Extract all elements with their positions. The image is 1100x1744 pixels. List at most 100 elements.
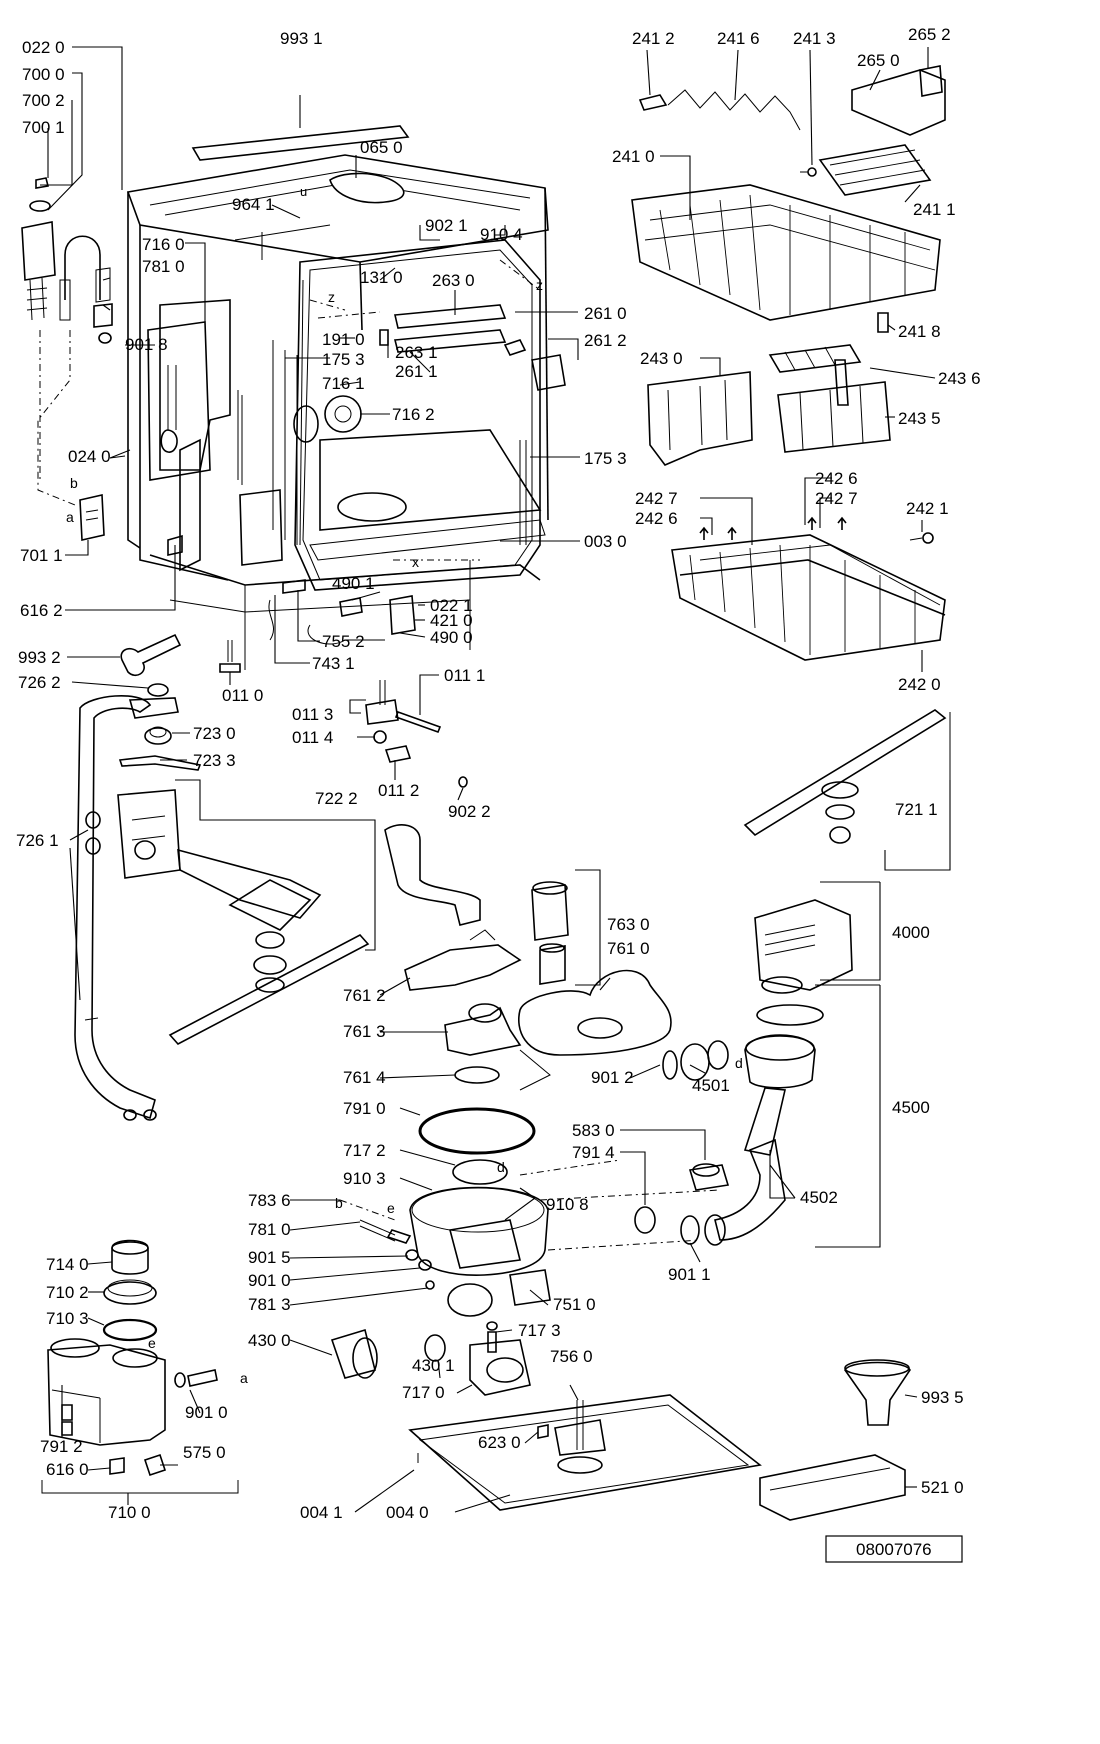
- letter-b-2: b: [335, 1195, 343, 1211]
- part-label-791-0: 791 0: [343, 1099, 386, 1118]
- part-label-716-1: 716 1: [322, 374, 365, 393]
- part-label-241-8: 241 8: [898, 322, 941, 341]
- part-label-763-0: 763 0: [607, 915, 650, 934]
- part-label-004-1: 004 1: [300, 1503, 343, 1522]
- part-label-623-0: 623 0: [478, 1433, 521, 1452]
- part-label-722-2: 722 2: [315, 789, 358, 808]
- part-label-430-0: 430 0: [248, 1331, 291, 1350]
- part-label-242-7-b: 242 7: [815, 489, 858, 508]
- part-label-583-0: 583 0: [572, 1121, 615, 1140]
- part-label-761-4: 761 4: [343, 1068, 386, 1087]
- part-label-761-0: 761 0: [607, 939, 650, 958]
- part-label-723-0: 723 0: [193, 724, 236, 743]
- part-labels: 022 0 993 1 700 0 700 2 700 1 065 0 964 …: [16, 25, 981, 1522]
- part-label-721-1: 721 1: [895, 800, 938, 819]
- part-label-755-2: 755 2: [322, 632, 365, 651]
- letter-e-1: e: [387, 1200, 395, 1216]
- part-label-241-2: 241 2: [632, 29, 675, 48]
- part-label-011-1: 011 1: [444, 666, 485, 685]
- letter-z-1: z: [328, 289, 335, 305]
- part-label-700-0: 700 0: [22, 65, 65, 84]
- part-label-993-5: 993 5: [921, 1388, 964, 1407]
- part-label-191-0: 191 0: [322, 330, 365, 349]
- part-label-265-0: 265 0: [857, 51, 900, 70]
- part-label-065-0: 065 0: [360, 138, 403, 157]
- part-label-243-6: 243 6: [938, 369, 981, 388]
- base-softener-drawing: [41, 579, 911, 1521]
- letter-d-2: d: [497, 1159, 505, 1175]
- part-label-430-1: 430 1: [412, 1356, 455, 1375]
- part-label-717-0: 717 0: [402, 1383, 445, 1402]
- part-label-242-7-a: 242 7: [635, 489, 678, 508]
- part-label-761-3: 761 3: [343, 1022, 386, 1041]
- part-label-910-4: 910 4: [480, 225, 523, 244]
- part-label-901-1: 901 1: [668, 1265, 711, 1284]
- part-label-490-0: 490 0: [430, 628, 473, 647]
- letter-d-1: d: [735, 1055, 743, 1071]
- drawing-reference-box: 08007076: [825, 1535, 963, 1563]
- leader-lines: [40, 46, 951, 1513]
- part-label-726-2: 726 2: [18, 673, 61, 692]
- tub-cabinet-drawing: [126, 125, 566, 670]
- part-label-243-0: 243 0: [640, 349, 683, 368]
- part-label-242-6-b: 242 6: [635, 509, 678, 528]
- part-label-761-2: 761 2: [343, 986, 386, 1005]
- part-label-751-0: 751 0: [553, 1295, 596, 1314]
- letter-a-1: a: [66, 509, 74, 525]
- part-label-781-3: 781 3: [248, 1295, 291, 1314]
- part-label-756-0: 756 0: [550, 1347, 593, 1366]
- part-label-791-4: 791 4: [572, 1143, 615, 1162]
- part-label-521-0: 521 0: [921, 1478, 964, 1497]
- part-label-964-1: 964 1: [232, 195, 275, 214]
- part-label-4501: 4501: [692, 1076, 730, 1095]
- part-label-616-2: 616 2: [20, 601, 63, 620]
- letter-z-2: z: [536, 277, 543, 293]
- part-label-011-0: 011 0: [222, 686, 263, 705]
- part-label-241-0: 241 0: [612, 147, 655, 166]
- part-label-993-2: 993 2: [18, 648, 61, 667]
- part-label-263-0: 263 0: [432, 271, 475, 290]
- part-label-781-0: 781 0: [142, 257, 185, 276]
- left-hose-drawing: [21, 177, 376, 1121]
- part-label-717-2: 717 2: [343, 1141, 386, 1160]
- part-label-022-0: 022 0: [22, 38, 65, 57]
- part-label-024-0: 024 0: [68, 447, 111, 466]
- part-label-616-0: 616 0: [46, 1460, 89, 1479]
- part-label-901-8: 901 8: [125, 335, 168, 354]
- part-label-011-2: 011 2: [378, 781, 419, 800]
- part-label-910-3: 910 3: [343, 1169, 386, 1188]
- letter-a-2: a: [240, 1370, 248, 1386]
- part-label-011-3: 011 3: [292, 705, 333, 724]
- part-label-716-2: 716 2: [392, 405, 435, 424]
- part-label-743-1: 743 1: [312, 654, 355, 673]
- part-label-901-2: 901 2: [591, 1068, 634, 1087]
- part-label-902-1: 902 1: [425, 216, 468, 235]
- part-label-242-6-a: 242 6: [815, 469, 858, 488]
- part-label-022-1: 022 1: [430, 596, 473, 615]
- part-label-723-3: 723 3: [193, 751, 236, 770]
- part-label-781-0-b: 781 0: [248, 1220, 291, 1239]
- part-label-265-2: 265 2: [908, 25, 951, 44]
- part-label-131-0: 131 0: [360, 268, 403, 287]
- part-label-700-1: 700 1: [22, 118, 65, 137]
- part-label-242-1: 242 1: [906, 499, 949, 518]
- part-label-261-1: 261 1: [395, 362, 438, 381]
- part-label-710-2: 710 2: [46, 1283, 89, 1302]
- drawing-reference-number: 08007076: [856, 1540, 932, 1559]
- letter-x: x: [412, 554, 419, 570]
- part-label-701-1: 701 1: [20, 546, 63, 565]
- part-label-783-6: 783 6: [248, 1191, 291, 1210]
- part-label-003-0: 003 0: [584, 532, 627, 551]
- letter-u: u: [300, 184, 307, 199]
- part-label-910-8: 910 8: [546, 1195, 589, 1214]
- part-label-901-0: 901 0: [248, 1271, 291, 1290]
- part-label-261-2: 261 2: [584, 331, 627, 350]
- part-label-175-3-b: 175 3: [584, 449, 627, 468]
- part-label-716-0: 716 0: [142, 235, 185, 254]
- part-label-791-2: 791 2: [40, 1437, 83, 1456]
- part-label-901-5: 901 5: [248, 1248, 291, 1267]
- part-label-243-5: 243 5: [898, 409, 941, 428]
- part-label-004-0: 004 0: [386, 1503, 429, 1522]
- part-label-901-0-b: 901 0: [185, 1403, 228, 1422]
